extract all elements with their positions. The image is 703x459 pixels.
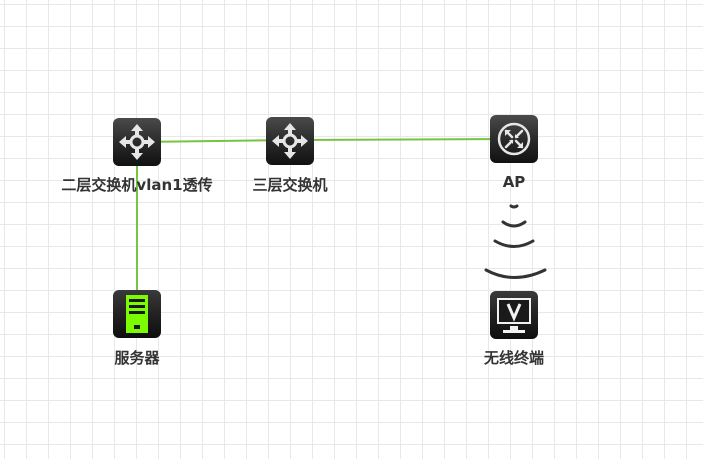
l2-switch-node[interactable] bbox=[112, 117, 162, 167]
wireless-terminal-label: 无线终端 bbox=[483, 349, 545, 367]
ap-node[interactable] bbox=[489, 114, 539, 164]
l3-switch-node[interactable] bbox=[265, 116, 315, 166]
ap-label: AP bbox=[502, 173, 526, 191]
l2-switch-label: 二层交换机vlan1透传 bbox=[61, 176, 213, 194]
server-icon bbox=[113, 290, 161, 338]
switch-icon bbox=[266, 117, 314, 165]
wireless-terminal-node[interactable] bbox=[489, 290, 539, 340]
wireless-signal-icon bbox=[484, 204, 547, 279]
router-icon bbox=[490, 115, 538, 163]
monitor-icon bbox=[490, 291, 538, 339]
l3-switch-label: 三层交换机 bbox=[252, 176, 328, 194]
server-label: 服务器 bbox=[114, 349, 160, 367]
server-node[interactable] bbox=[112, 289, 162, 339]
link-l2switch-l3switch[interactable] bbox=[137, 139, 291, 143]
link-l3switch-ap[interactable] bbox=[289, 138, 515, 141]
switch-icon bbox=[113, 118, 161, 166]
